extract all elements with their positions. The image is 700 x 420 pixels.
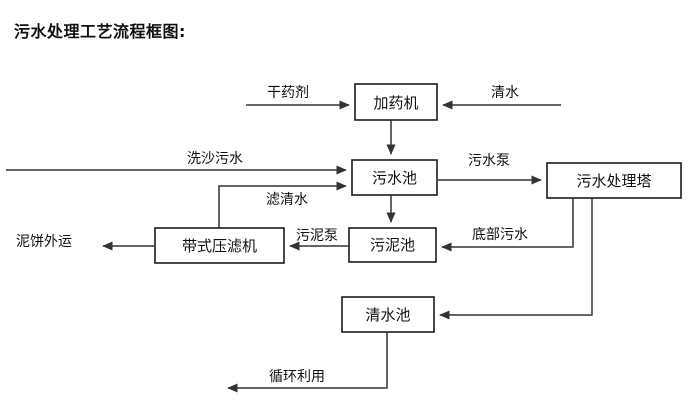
node-treatment-tower[interactable]: 污水处理塔 xyxy=(546,162,682,199)
edge-label-clean-water: 清水 xyxy=(491,85,519,101)
node-sludge-pool-label: 污泥池 xyxy=(370,236,415,254)
node-sludge-pool[interactable]: 污泥池 xyxy=(348,227,437,263)
flow-press-to-mudcake: 泥饼外运 xyxy=(16,234,155,251)
node-sewage-pool-label: 污水池 xyxy=(372,169,417,187)
flow-tower-to-clear-line xyxy=(439,198,593,320)
flow-recycle-line xyxy=(227,332,388,393)
node-sewage-pool[interactable]: 污水池 xyxy=(351,159,438,196)
flow-dry-agent-to-dosing: 干药剂 xyxy=(246,85,350,110)
node-dosing-machine[interactable]: 加药机 xyxy=(354,83,438,121)
flow-clear-to-recycle: 循环利用 xyxy=(227,332,388,393)
flow-tower-to-sludge: 底部污水 xyxy=(441,198,574,252)
node-dosing-machine-label: 加药机 xyxy=(373,94,418,112)
flow-clean-water-to-dosing: 清水 xyxy=(442,85,561,110)
node-belt-filter-press-label: 带式压滤机 xyxy=(182,237,257,255)
node-sludge-pool-box xyxy=(348,227,437,263)
edge-label-recycle: 循环利用 xyxy=(269,369,325,385)
edge-label-sand-wash: 洗沙污水 xyxy=(187,151,243,167)
page-title: 污水处理工艺流程框图: xyxy=(14,22,186,41)
node-sewage-pool-box xyxy=(351,159,438,196)
node-dosing-machine-box xyxy=(354,83,438,121)
node-treatment-tower-label: 污水处理塔 xyxy=(576,172,651,190)
node-clear-water-pool-label: 清水池 xyxy=(365,306,410,324)
edge-label-mudcake-out: 泥饼外运 xyxy=(16,234,72,250)
flow-bottom-sewage-line xyxy=(441,198,574,252)
node-treatment-tower-box xyxy=(546,162,682,199)
edge-label-bottom-sewage: 底部污水 xyxy=(472,227,528,243)
flow-sludge-to-press: 污泥泵 xyxy=(289,228,349,251)
edge-label-sewage-pump: 污水泵 xyxy=(468,153,510,169)
node-clear-water-pool-box xyxy=(341,296,435,333)
flow-sandwash-to-sewage: 洗沙污水 xyxy=(6,151,347,175)
flow-sewage-to-tower: 污水泵 xyxy=(437,153,542,185)
node-belt-filter-press[interactable]: 带式压滤机 xyxy=(154,227,285,264)
edge-label-sludge-pump: 污泥泵 xyxy=(296,228,338,244)
node-clear-water-pool[interactable]: 清水池 xyxy=(341,296,435,333)
edge-label-dry-agent: 干药剂 xyxy=(267,85,309,101)
flow-filtrate-line xyxy=(218,181,347,228)
edge-label-filtrate: 滤清水 xyxy=(266,192,308,208)
flow-filtrate-to-sewage: 滤清水 xyxy=(218,181,347,228)
